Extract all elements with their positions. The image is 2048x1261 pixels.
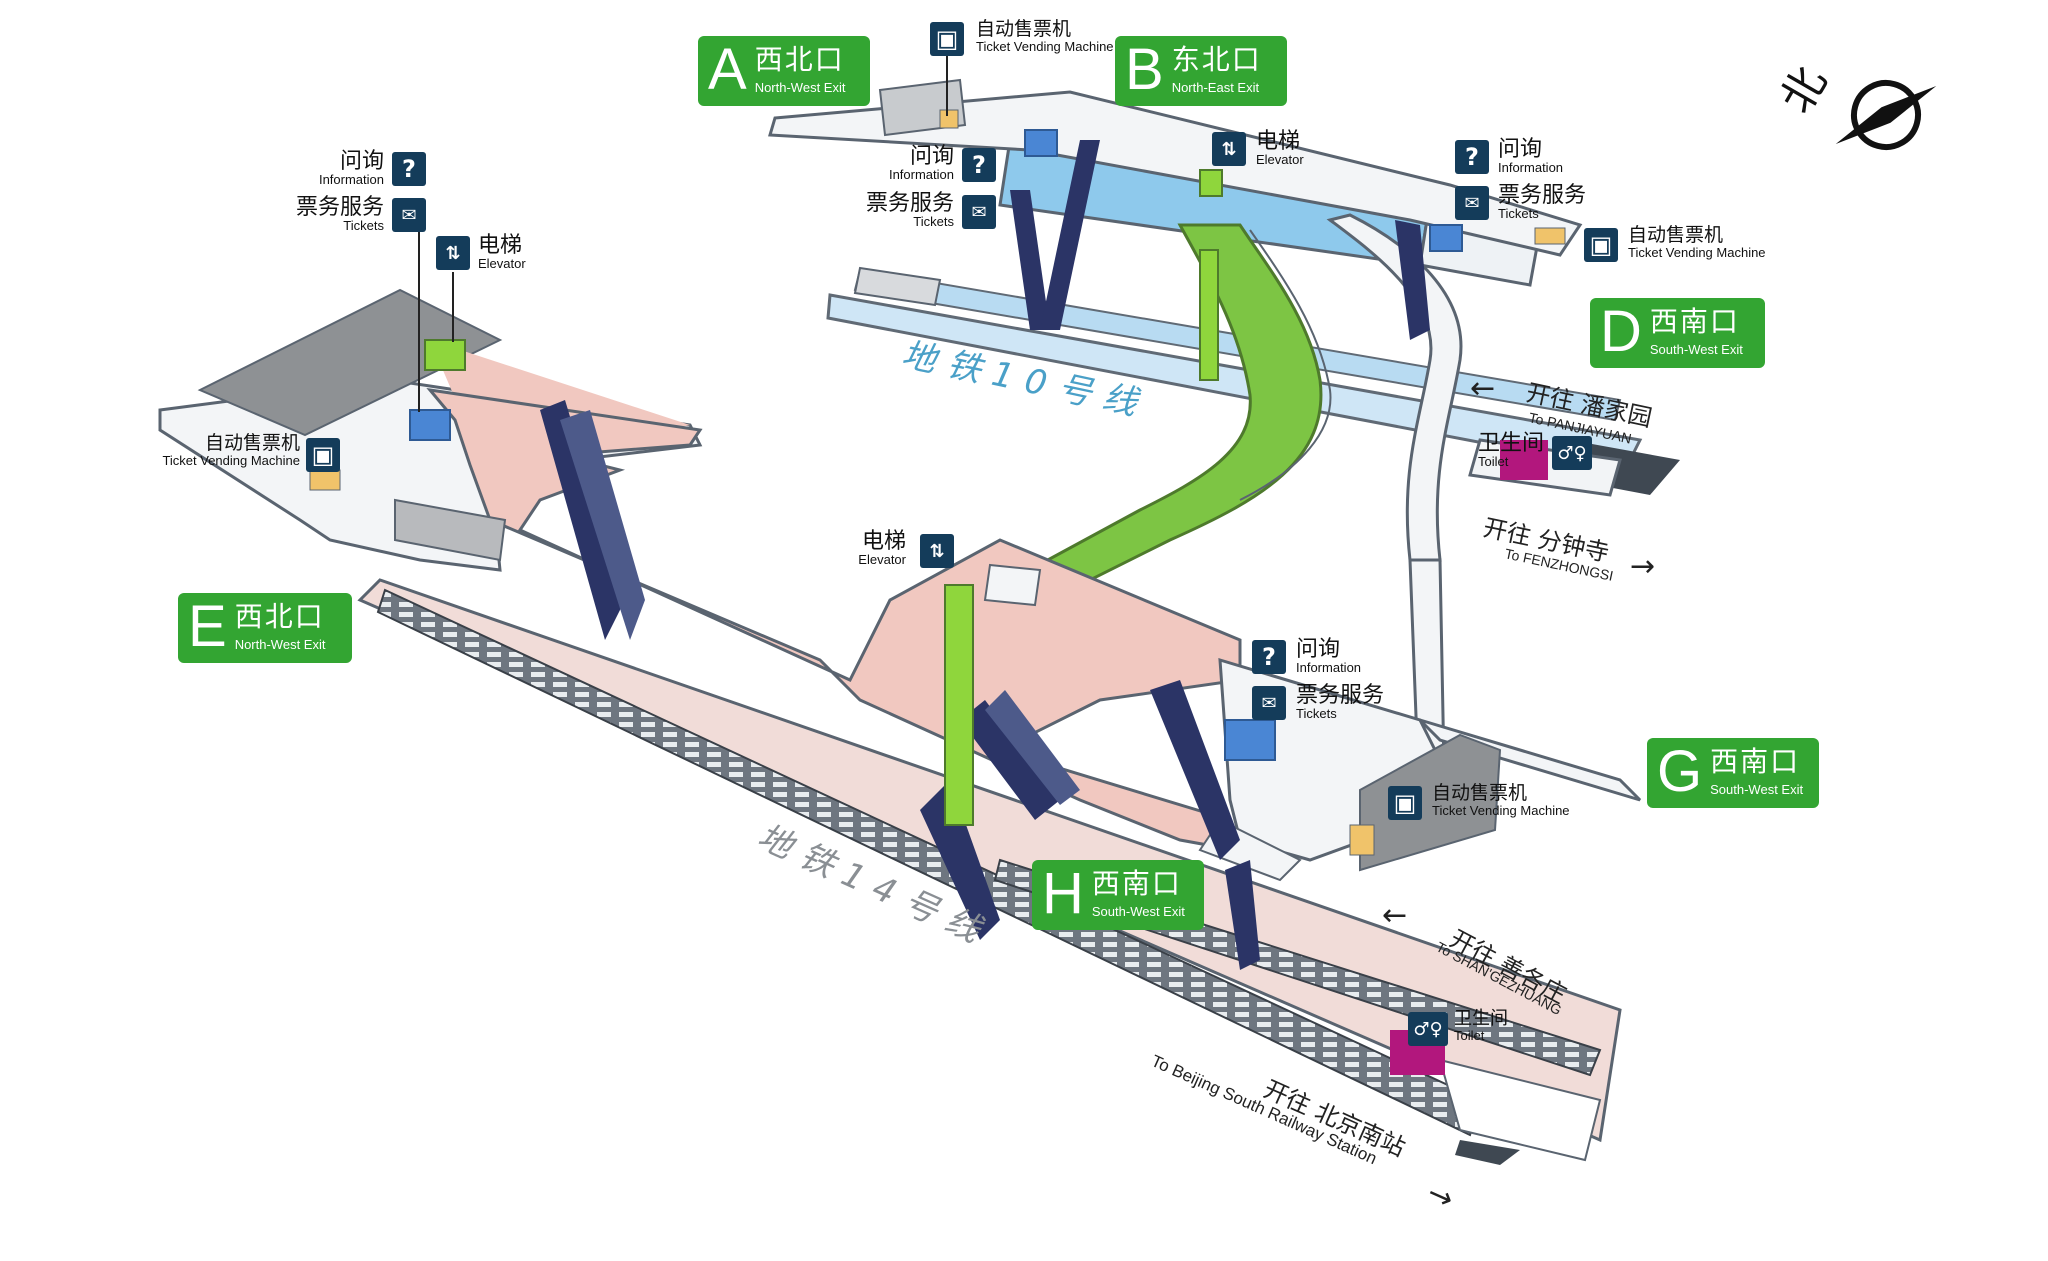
exit-g-letter: G (1657, 739, 1703, 804)
tvm-ne (1534, 227, 1566, 245)
tvm-e (309, 469, 341, 491)
leader-line (452, 272, 454, 342)
tickets-service-icon: ✉ (962, 195, 996, 229)
compass-icon (1835, 80, 1937, 150)
service-booths (309, 109, 1566, 1075)
ticket-machine-icon: ▣ (306, 438, 340, 472)
exit-d-letter: D (1600, 299, 1642, 364)
toilet-icon: ♂♀ (1552, 436, 1592, 470)
direction-arrow-right-icon: → (1422, 1175, 1459, 1217)
information-icon: ? (1252, 640, 1286, 674)
ticket-machine-icon: ▣ (1584, 228, 1618, 262)
ticket-machine-icon: ▣ (1388, 786, 1422, 820)
tickets-service-icon: ✉ (1252, 686, 1286, 720)
toilet-icon: ♂♀ (1408, 1012, 1448, 1046)
ticket-booth-northeast (1429, 224, 1463, 252)
tickets-service-icon: ✉ (392, 198, 426, 232)
information-icon: ? (392, 152, 426, 186)
ticket-machine-icon: ▣ (930, 22, 964, 56)
ticket-booth-west (409, 409, 451, 441)
tickets-service-icon: ✉ (1455, 186, 1489, 220)
toilet-booth-line10 (1500, 440, 1548, 480)
direction-arrow-right-icon: → (1630, 549, 1655, 584)
ticket-booth-north (1024, 129, 1058, 157)
escalators (540, 140, 1430, 970)
elevator-icon: ⇅ (920, 534, 954, 568)
exit-a-letter: A (708, 37, 747, 102)
exit-e-letter: E (188, 594, 227, 659)
elevator-shaft-west (424, 339, 466, 371)
information-icon: ? (962, 148, 996, 182)
north-compass: 北 (1771, 58, 1937, 150)
elevator-shafts (424, 169, 1223, 826)
elevator-shaft-center (944, 584, 974, 826)
leader-line (946, 56, 948, 116)
direction-fenzhongsi: 开往 分钟寺 To FENZHONGSI → (1481, 513, 1655, 584)
elevator-icon: ⇅ (1212, 132, 1246, 166)
direction-arrow-left-icon: ← (1470, 371, 1495, 406)
information-icon: ? (1455, 140, 1489, 174)
tvm-g (1349, 824, 1375, 856)
elevator-shaft-north (1199, 169, 1223, 197)
direction-arrow-left-icon: ← (1382, 898, 1407, 933)
exit-h-letter: H (1042, 861, 1084, 926)
north-label: 北 (1771, 58, 1837, 122)
elevator-icon: ⇅ (436, 236, 470, 270)
ticket-booth-southeast (1224, 719, 1276, 761)
leader-line (418, 232, 420, 412)
exit-b-letter: B (1125, 37, 1164, 102)
tvm-a (939, 109, 959, 129)
